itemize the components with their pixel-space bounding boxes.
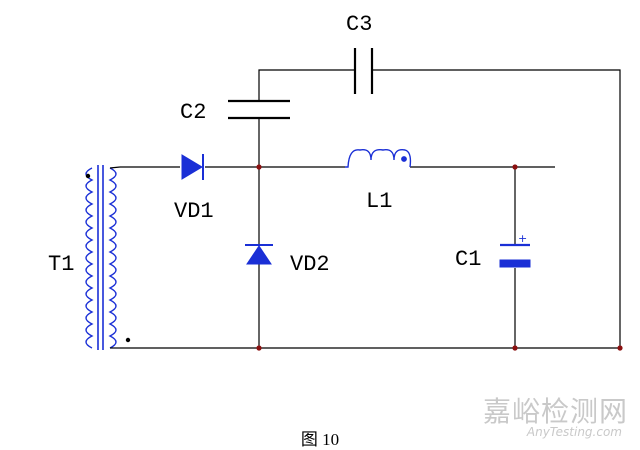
capacitor-c2 — [228, 99, 290, 124]
label-vd2: VD2 — [290, 252, 330, 277]
label-c3: C3 — [346, 12, 372, 37]
junction-nodes — [256, 164, 623, 351]
inductor-l1 — [345, 149, 412, 168]
figure-caption: 图 10 — [300, 430, 340, 449]
watermark-cn: 嘉峪检测网 — [482, 395, 628, 428]
capacitor-c3 — [353, 48, 374, 94]
wires — [120, 69, 621, 349]
capacitor-c1: + — [499, 232, 531, 268]
label-vd1: VD1 — [174, 199, 214, 224]
label-t1: T1 — [48, 252, 74, 277]
diode-vd2 — [245, 244, 273, 265]
diode-vd1 — [181, 154, 204, 180]
label-c2: C2 — [180, 100, 206, 125]
watermark-en: AnyTesting.com — [526, 425, 622, 439]
label-c1: C1 — [455, 247, 481, 272]
transformer-t1 — [85, 165, 131, 350]
label-l1: L1 — [366, 189, 392, 214]
svg-text:+: + — [518, 232, 527, 245]
